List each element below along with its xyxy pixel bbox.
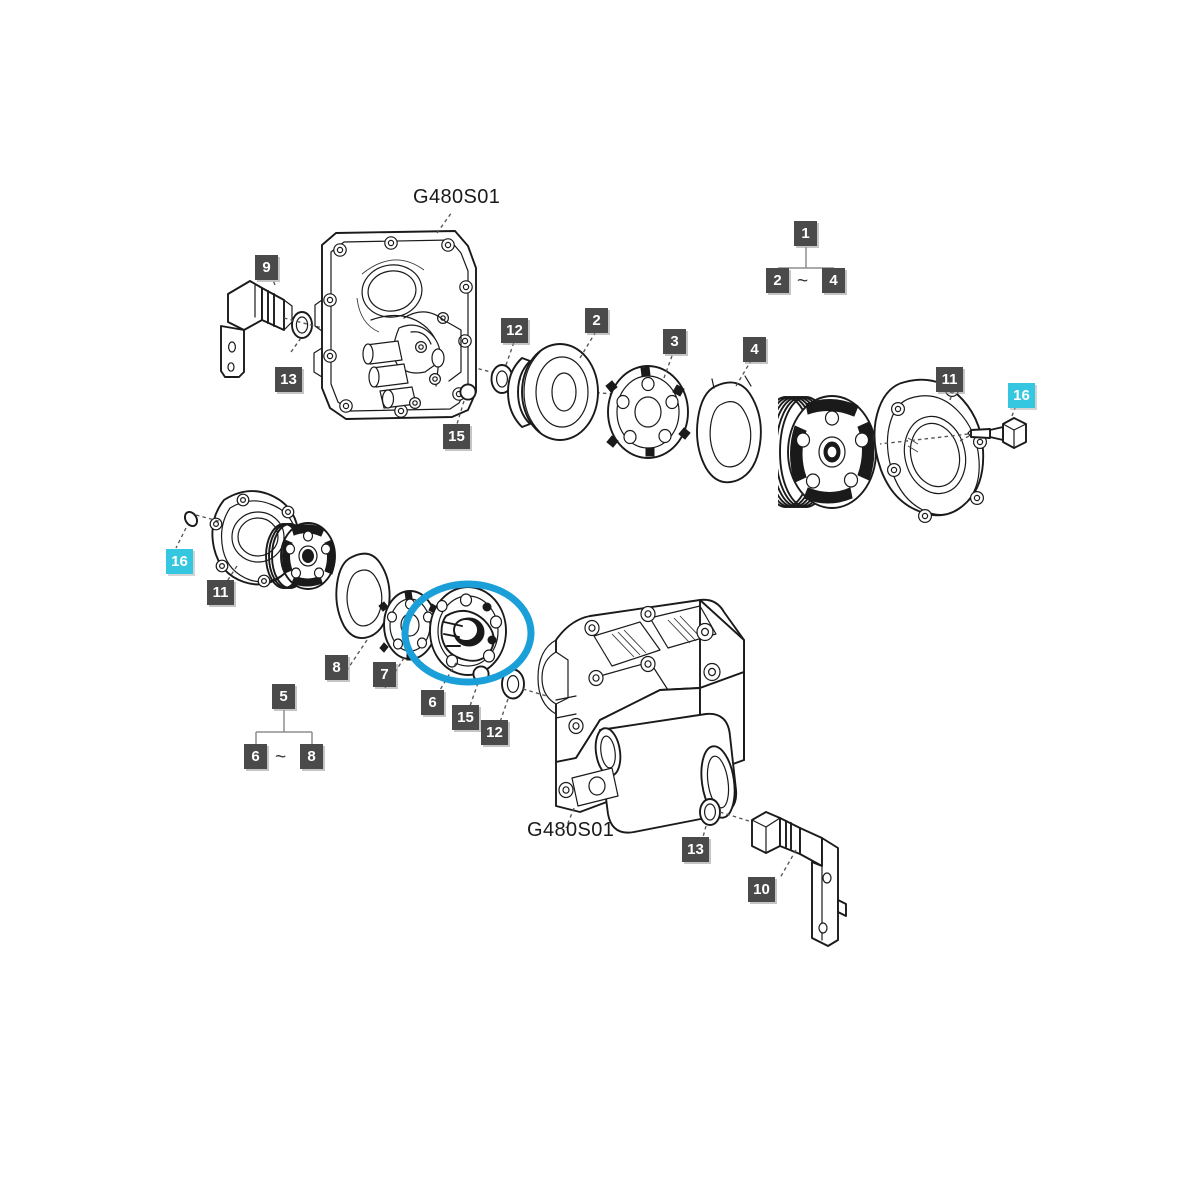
callout-7[interactable]: 7 — [373, 662, 396, 687]
leader-12-top — [505, 341, 515, 366]
group-separator-5: ~ — [275, 747, 287, 768]
callout-2[interactable]: 2 — [585, 308, 608, 333]
part-12-oring-top — [490, 364, 514, 394]
part-15-ring-top — [459, 383, 477, 401]
group-range-from-1[interactable]: 2 — [766, 268, 789, 293]
callout-11-right[interactable]: 11 — [936, 367, 963, 392]
callout-16-left[interactable]: 16 — [166, 549, 193, 574]
group-range-to-1[interactable]: 4 — [822, 268, 845, 293]
part-spring-pack-left — [265, 522, 336, 590]
part-11-bearing-flange-right — [873, 378, 987, 524]
group-label-5[interactable]: 5 — [272, 684, 295, 709]
part-4-plate — [696, 375, 762, 484]
callout-13-bottom[interactable]: 13 — [682, 837, 709, 862]
callout-12-top[interactable]: 12 — [501, 318, 528, 343]
leader-13-top — [290, 337, 302, 353]
leader-3 — [663, 352, 674, 379]
group-bracket-5 — [255, 710, 313, 744]
callout-3[interactable]: 3 — [663, 329, 686, 354]
highlight-ellipse — [401, 580, 535, 686]
part-10-shift-shaft — [751, 811, 847, 947]
part-2-pressure-plate — [507, 343, 599, 441]
group-range-from-5[interactable]: 6 — [244, 744, 267, 769]
part-6-flange-highlighted — [429, 586, 507, 676]
callout-16-right[interactable]: 16 — [1008, 383, 1035, 408]
callout-10[interactable]: 10 — [748, 877, 775, 902]
part-lower-gear-housing — [537, 598, 745, 834]
part-upper-gear-housing — [313, 230, 477, 420]
axis-lower — [719, 811, 753, 823]
callout-6[interactable]: 6 — [421, 690, 444, 715]
callout-15-mid[interactable]: 15 — [452, 705, 479, 730]
callout-9[interactable]: 9 — [255, 255, 278, 280]
callout-4[interactable]: 4 — [743, 337, 766, 362]
group-label-1[interactable]: 1 — [794, 221, 817, 246]
leader-2 — [579, 332, 596, 359]
group-separator-1: ~ — [797, 271, 809, 292]
callout-11-left[interactable]: 11 — [207, 580, 234, 605]
leader-4 — [735, 358, 753, 387]
part-3-clutch-disc — [605, 365, 691, 459]
leader-15-mid — [469, 682, 479, 707]
part-13-oil-seal-bottom — [699, 798, 721, 826]
leader-partno-top — [436, 211, 453, 234]
part-number-bottom: G480S01 — [527, 819, 615, 841]
part-13-oil-seal-top — [291, 311, 313, 339]
part-12-oring-mid — [501, 668, 525, 700]
leader-16-left — [175, 527, 187, 549]
part-spring-pack-hub — [778, 395, 877, 509]
callout-13-top[interactable]: 13 — [275, 367, 302, 392]
part-16-bolt-right — [967, 417, 1027, 449]
callout-15-top[interactable]: 15 — [443, 424, 470, 449]
leader-10 — [779, 849, 797, 879]
leader-16-right-axis — [957, 435, 970, 443]
group-range-to-5[interactable]: 8 — [300, 744, 323, 769]
axis-16-left — [195, 514, 223, 523]
part-9-shift-lever — [220, 280, 293, 378]
axis-16-right — [879, 433, 969, 445]
callout-12-mid[interactable]: 12 — [481, 720, 508, 745]
part-8-plate — [335, 552, 391, 639]
callout-8[interactable]: 8 — [325, 655, 348, 680]
part-number-top: G480S01 — [413, 186, 501, 208]
part-16-washer-left — [183, 510, 199, 528]
leader-12-mid — [499, 698, 509, 723]
leader-8 — [346, 639, 368, 671]
